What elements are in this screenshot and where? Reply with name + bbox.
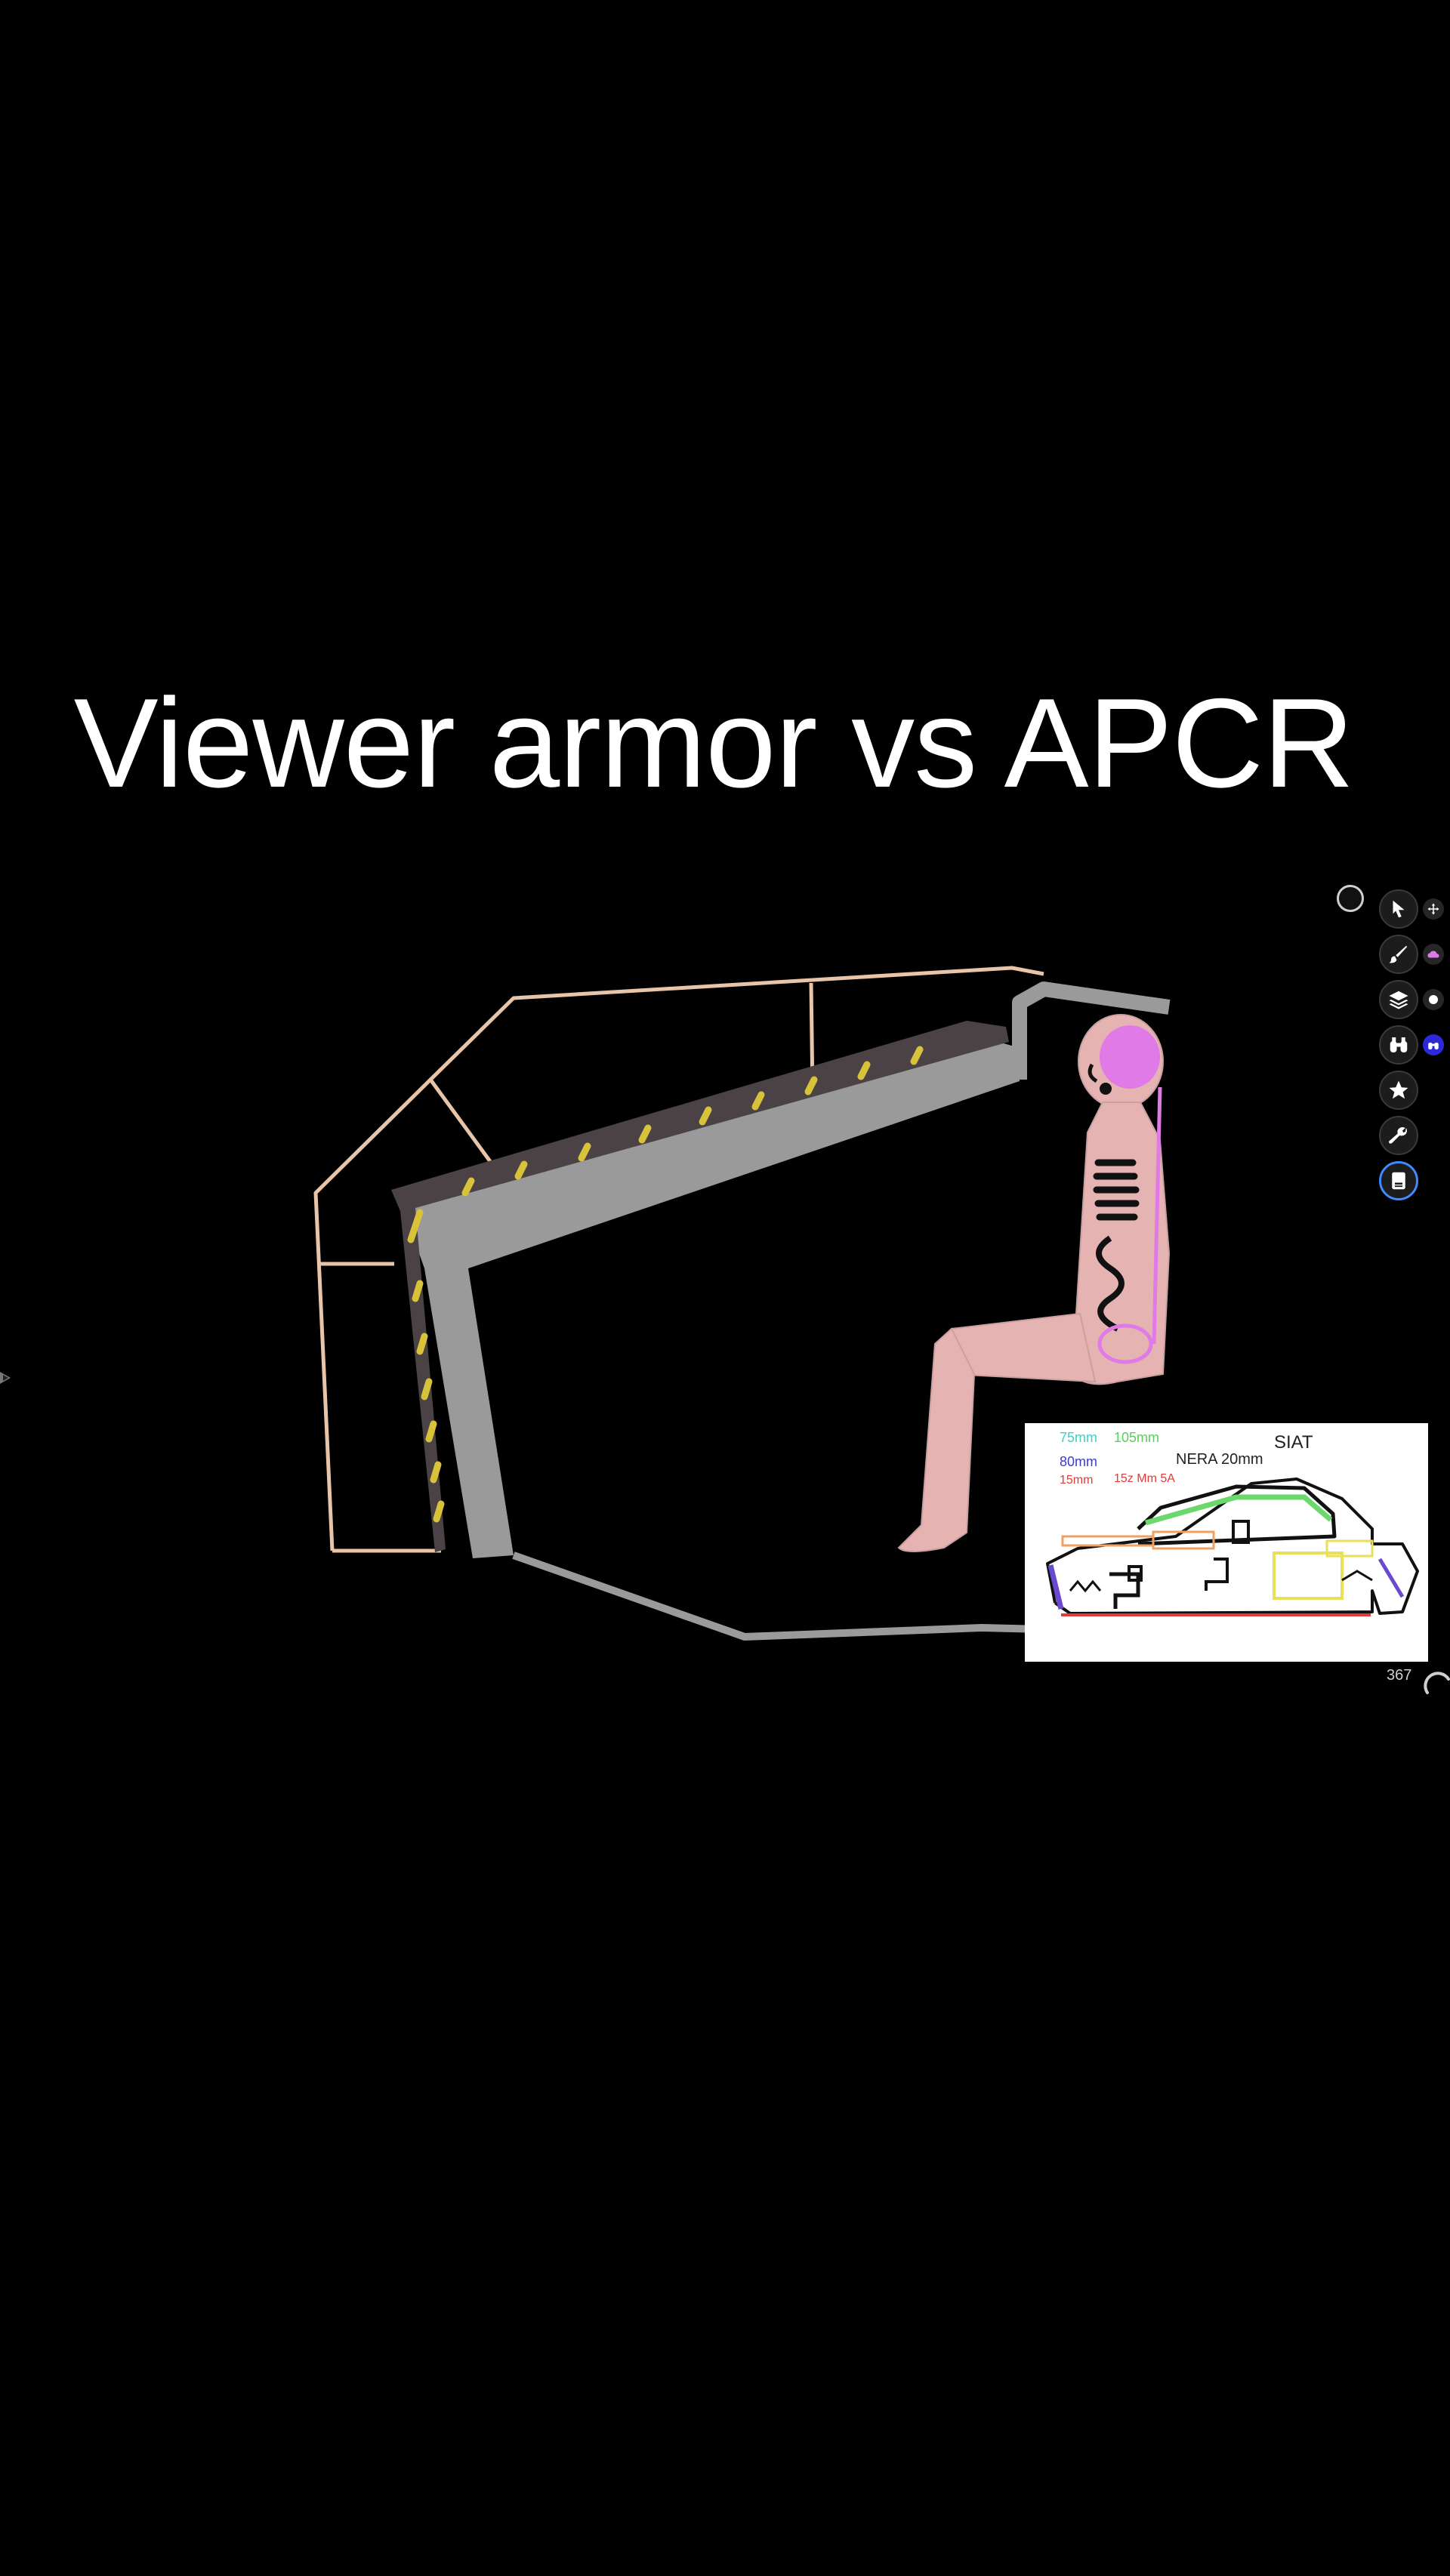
move-tool-button[interactable]	[1423, 898, 1444, 920]
side-toolbar	[1337, 885, 1450, 1209]
slide-title: Viewer armor vs APCR	[73, 672, 1355, 814]
notes-tool-button[interactable]	[1379, 1161, 1418, 1200]
paintbrush-icon	[1389, 945, 1408, 963]
dot-tool-button[interactable]	[1423, 989, 1444, 1010]
inset-label-75mm: 75mm	[1060, 1430, 1098, 1445]
left-edge-marker-icon	[0, 1372, 11, 1384]
star-icon	[1389, 1080, 1408, 1099]
layers-icon	[1389, 991, 1408, 1009]
pointer-tool-button[interactable]	[1379, 889, 1418, 929]
wrench-tool-button[interactable]	[1379, 1116, 1418, 1155]
crew-figure	[897, 1014, 1171, 1552]
inset-label-siat: SIAT	[1274, 1432, 1313, 1453]
cloud-icon	[1427, 951, 1439, 958]
inset-label-nera: NERA 20mm	[1176, 1451, 1263, 1468]
binoculars-small-icon	[1428, 1043, 1439, 1049]
favorites-tool-button[interactable]	[1379, 1071, 1418, 1110]
inset-label-105mm: 105mm	[1114, 1430, 1160, 1445]
frame-counter: 367	[1387, 1667, 1412, 1684]
loading-spinner-icon	[1424, 1672, 1450, 1694]
inset-label-15mm: 15mm	[1060, 1474, 1094, 1487]
hull-cross-section-drawing	[313, 966, 1171, 1641]
binoculars-tool-button[interactable]	[1379, 1025, 1418, 1065]
tank-sketch-drawing	[1046, 1478, 1419, 1616]
move-arrows-icon	[1427, 903, 1439, 915]
layers-tool-button[interactable]	[1379, 980, 1418, 1019]
binoculars-icon	[1390, 1037, 1408, 1052]
document-icon	[1392, 1172, 1405, 1190]
brush-tool-button[interactable]	[1379, 935, 1418, 974]
inset-label-80mm: 80mm	[1060, 1454, 1098, 1469]
inset-label-152mm: 15z Mm 5A	[1114, 1472, 1175, 1485]
binoculars-sub-button[interactable]	[1423, 1034, 1444, 1055]
tank-sketch-thumbnail[interactable]: 75mm 105mm 80mm NERA 20mm 15mm 15z Mm 5A…	[1025, 1423, 1428, 1662]
status-dot-icon[interactable]	[1337, 885, 1364, 912]
dot-icon	[1429, 995, 1438, 1004]
cloud-tool-button[interactable]	[1423, 944, 1444, 965]
wrench-icon	[1389, 1127, 1407, 1144]
spall-liner-hatching	[407, 1046, 924, 1523]
armor-layer	[391, 981, 1171, 1641]
cursor-arrow-icon	[1393, 900, 1405, 918]
